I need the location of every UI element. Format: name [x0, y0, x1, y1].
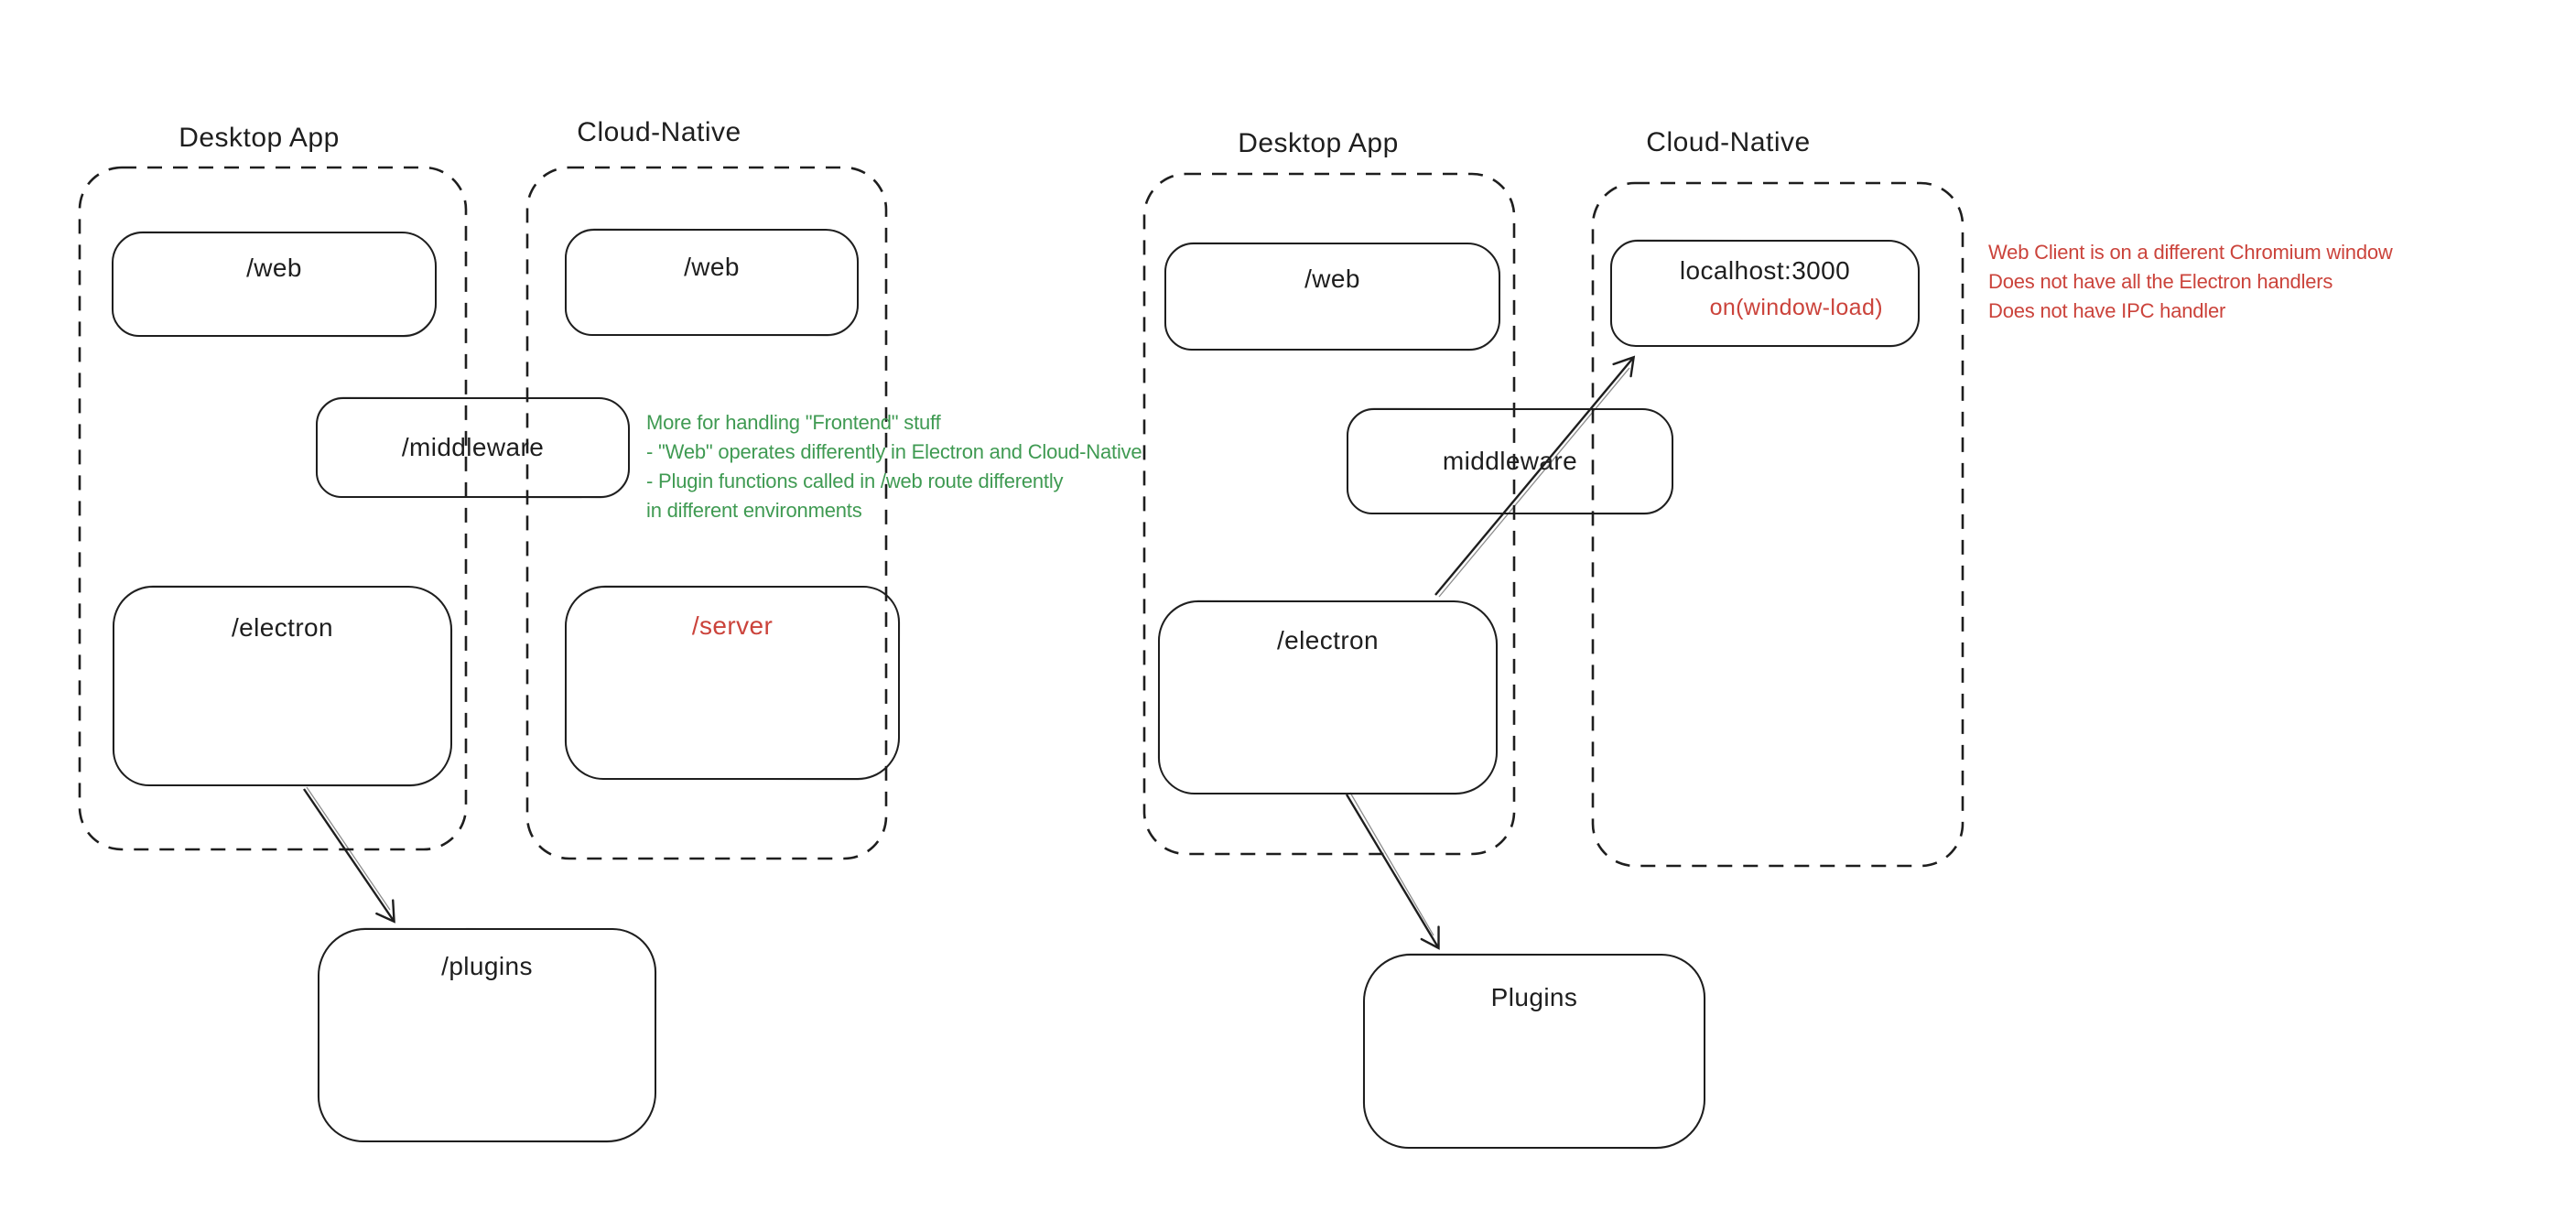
right-localhost-event-label: on(window-load) [1709, 295, 1883, 320]
left-server-label: /server [691, 611, 774, 640]
right-middleware-label: middleware [1442, 447, 1578, 475]
left-green-note: More for handling "Frontend" stuff - "We… [646, 408, 1142, 525]
right-middleware-box: middleware [1347, 408, 1673, 514]
arrow-right-electron-to-plugins [1345, 794, 1440, 950]
arrow-left-electron-to-plugins-sketch-stroke [306, 786, 391, 911]
right-desktop-web-box: /web [1164, 243, 1500, 351]
left-server-box: /server [565, 586, 900, 780]
right-plugins-label: Plugins [1490, 983, 1578, 1011]
left-desktop-web-box: /web [112, 232, 437, 337]
left-middleware-label: /middleware [401, 433, 545, 461]
left-cloud-container-label: Cloud-Native [577, 117, 741, 147]
left-green-note-line-1: More for handling "Frontend" stuff [646, 411, 941, 434]
right-desktop-container-label: Desktop App [1238, 128, 1399, 158]
right-red-note-line-2: Does not have all the Electron handlers [1988, 270, 2333, 293]
right-red-note-line-3: Does not have IPC handler [1988, 299, 2226, 322]
right-plugins-box: Plugins [1363, 954, 1705, 1149]
left-plugins-label: /plugins [441, 952, 533, 980]
left-middleware-box: /middleware [316, 397, 630, 498]
right-electron-label: /electron [1277, 626, 1379, 654]
right-desktop-web-label: /web [1304, 265, 1360, 293]
left-green-note-line-2: - "Web" operates differently in Electron… [646, 440, 1142, 463]
left-cloud-web-box: /web [565, 229, 859, 336]
left-desktop-web-label: /web [246, 254, 302, 282]
left-electron-box: /electron [113, 586, 452, 786]
right-red-note-line-1: Web Client is on a different Chromium wi… [1988, 241, 2393, 264]
right-red-note: Web Client is on a different Chromium wi… [1988, 238, 2393, 326]
left-desktop-container-label: Desktop App [179, 123, 340, 153]
left-electron-label: /electron [232, 613, 333, 642]
arrow-left-electron-to-plugins [303, 788, 395, 924]
right-cloud-container-label: Cloud-Native [1646, 127, 1811, 157]
left-cloud-web-label: /web [684, 253, 740, 281]
right-localhost-box: localhost:3000 on(window-load) [1610, 240, 1920, 347]
right-localhost-label: localhost:3000 [1679, 256, 1851, 285]
arrow-right-electron-to-plugins-sketch-stroke [1349, 792, 1434, 936]
left-plugins-box: /plugins [318, 928, 656, 1142]
left-green-note-line-4: in different environments [646, 499, 862, 522]
right-electron-box: /electron [1158, 600, 1498, 794]
left-green-note-line-3: - Plugin functions called in /web route … [646, 470, 1064, 492]
